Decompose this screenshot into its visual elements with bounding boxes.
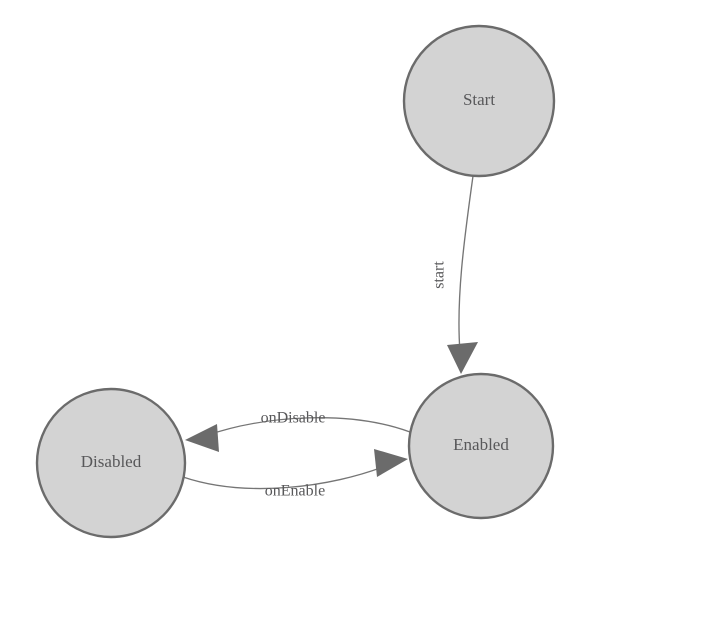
edge-disabled-to-enabled-path	[182, 464, 389, 490]
node-disabled[interactable]: Disabled	[35, 387, 187, 539]
node-disabled-circle	[35, 387, 187, 539]
node-start[interactable]: Start	[402, 24, 556, 178]
edge-start-to-enabled[interactable]: start	[431, 175, 478, 374]
edge-enabled-to-disabled[interactable]: onDisable	[185, 410, 411, 452]
node-enabled-label: Enabled	[453, 435, 509, 454]
edge-start-to-enabled-arrowhead-icon	[447, 342, 478, 374]
node-start-label: Start	[463, 90, 495, 109]
node-enabled-circle	[407, 372, 555, 520]
edge-label-ondisable: onDisable	[261, 410, 326, 427]
node-start-circle	[402, 24, 556, 178]
edge-label-onenable: onEnable	[265, 483, 325, 500]
edge-label-start: start	[431, 261, 448, 289]
edge-disabled-to-enabled[interactable]: onEnable	[182, 449, 408, 500]
node-disabled-label: Disabled	[81, 452, 142, 471]
edge-start-to-enabled-path	[458, 175, 474, 353]
node-enabled[interactable]: Enabled	[407, 372, 555, 520]
edge-disabled-to-enabled-arrowhead-icon	[374, 449, 408, 477]
edge-enabled-to-disabled-path	[204, 417, 411, 437]
edge-enabled-to-disabled-arrowhead-icon	[185, 424, 219, 452]
